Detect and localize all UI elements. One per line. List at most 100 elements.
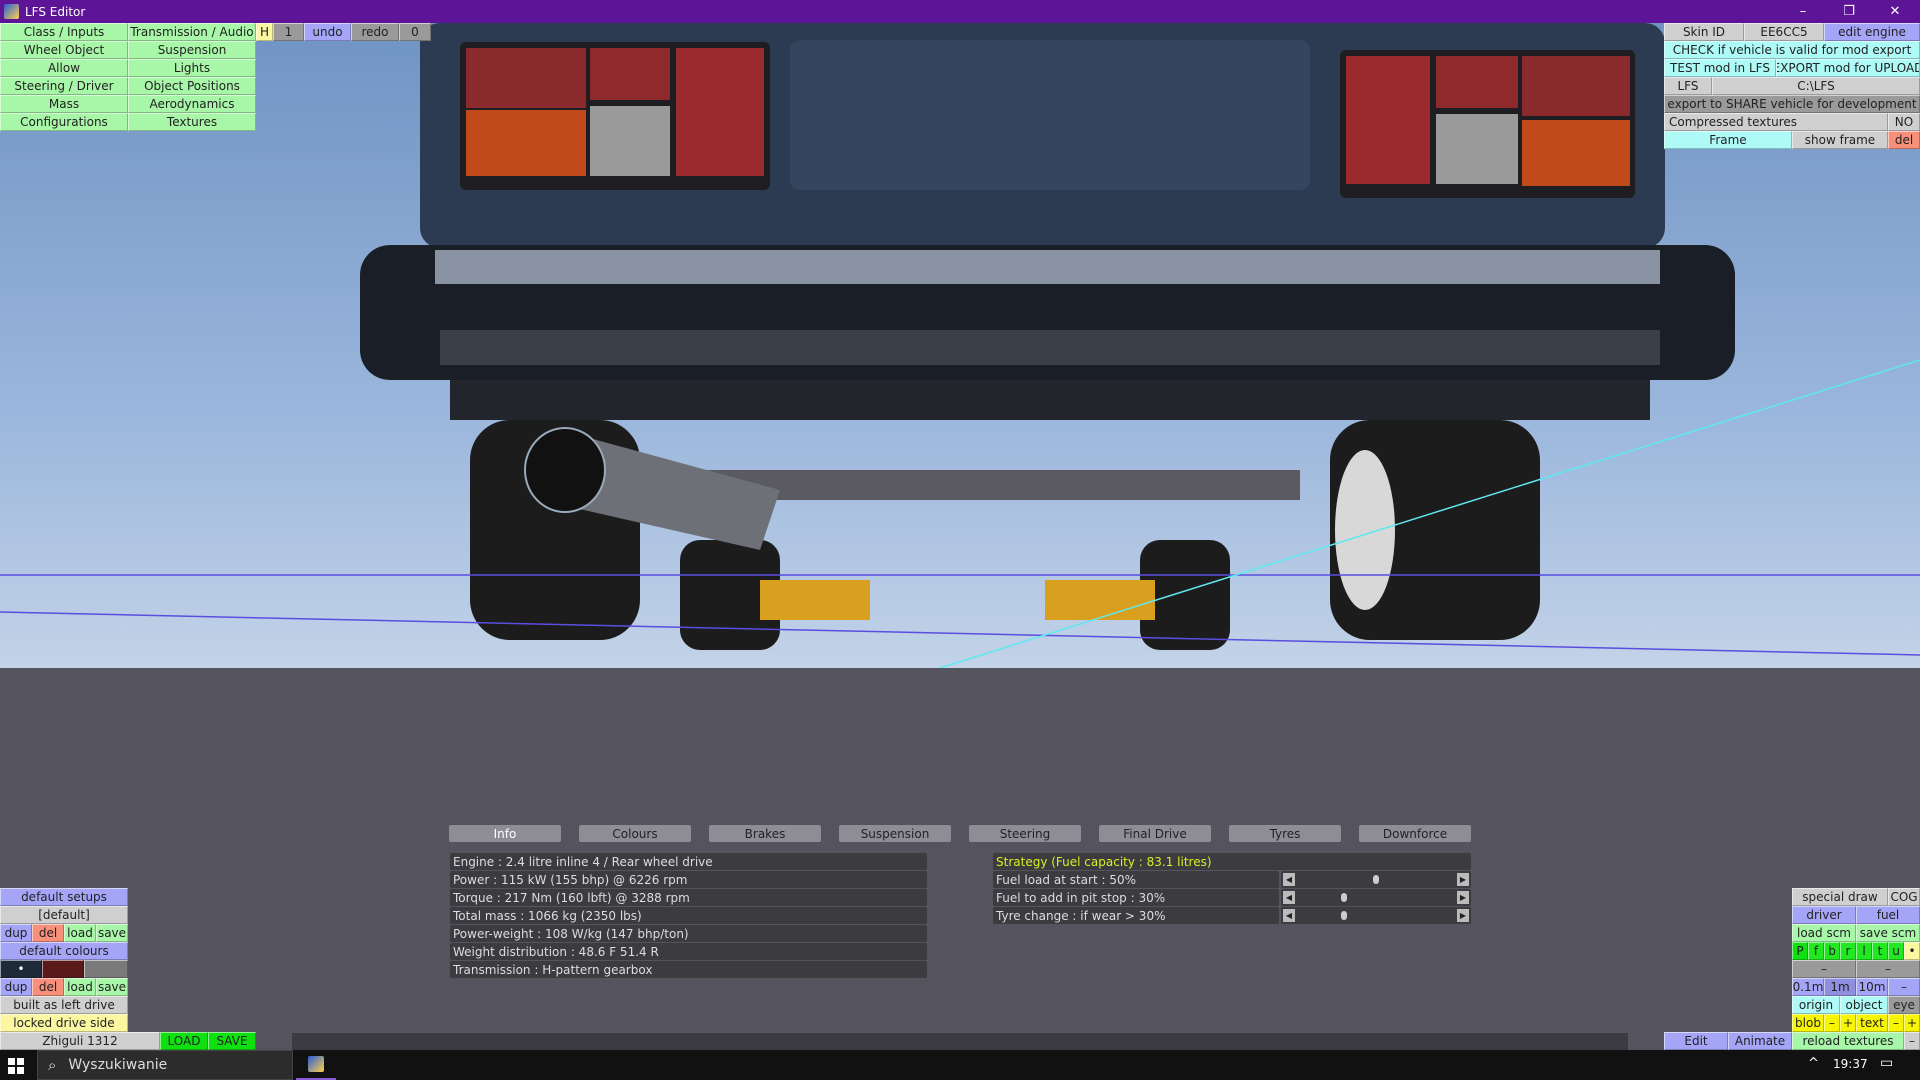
tab-brakes[interactable]: Brakes [709, 825, 821, 842]
blob-plus-button[interactable]: + [1840, 1014, 1856, 1032]
fuel-load-slider[interactable]: ◀▶ [1281, 871, 1471, 888]
setup-load-button[interactable]: load [64, 924, 96, 942]
dash-button-2[interactable]: – [1856, 960, 1920, 978]
colour-swatch-3[interactable] [84, 960, 128, 978]
reload-textures-button[interactable]: reload textures [1792, 1032, 1904, 1050]
check-valid-button[interactable]: CHECK if vehicle is valid for mod export [1664, 41, 1920, 59]
delete-frame-button[interactable]: del [1888, 131, 1920, 149]
object-button[interactable]: object [1840, 996, 1888, 1014]
eye-button[interactable]: eye [1888, 996, 1920, 1014]
colour-swatch-2[interactable] [42, 960, 84, 978]
h-button[interactable]: H [256, 23, 273, 41]
view-r-button[interactable]: r [1840, 942, 1856, 960]
slider-left-arrow-icon[interactable]: ◀ [1283, 873, 1295, 886]
slider-right-arrow-icon[interactable]: ▶ [1457, 891, 1469, 904]
dash-button-1[interactable]: – [1792, 960, 1856, 978]
text-minus-button[interactable]: – [1888, 1014, 1904, 1032]
export-mod-button[interactable]: EXPORT mod for UPLOAD [1776, 59, 1920, 77]
tray-chevron-icon[interactable]: ^ [1808, 1056, 1819, 1071]
step-10m-button[interactable]: 10m [1856, 978, 1888, 996]
text-button[interactable]: text [1856, 1014, 1888, 1032]
view-p-button[interactable]: P [1792, 942, 1808, 960]
load-car-button[interactable]: LOAD [160, 1032, 208, 1050]
save-car-button[interactable]: SAVE [208, 1032, 256, 1050]
step-dash-button[interactable]: – [1888, 978, 1920, 996]
view-b-button[interactable]: b [1824, 942, 1840, 960]
windows-start-icon[interactable] [8, 1058, 24, 1074]
redo-button[interactable]: redo [351, 23, 399, 41]
edit-engine-button[interactable]: edit engine [1824, 23, 1920, 41]
tyre-change-slider[interactable]: ◀▶ [1281, 907, 1471, 924]
step-1m-button[interactable]: 1m [1824, 978, 1856, 996]
step-0.1m-button[interactable]: 0.1m [1792, 978, 1824, 996]
slider-knob[interactable] [1341, 893, 1348, 902]
colours-save-button[interactable]: save [96, 978, 128, 996]
blob-button[interactable]: blob [1792, 1014, 1824, 1032]
tab-downforce[interactable]: Downforce [1359, 825, 1471, 842]
notifications-icon[interactable]: ▭ [1880, 1055, 1894, 1071]
driver-button[interactable]: driver [1792, 906, 1856, 924]
lfs-path[interactable]: C:\LFS [1712, 77, 1920, 95]
animate-mode-button[interactable]: Animate [1728, 1032, 1792, 1050]
view-f-button[interactable]: f [1808, 942, 1824, 960]
built-left-drive-toggle[interactable]: built as left drive [0, 996, 128, 1014]
taskbar-lfs-app[interactable] [296, 1050, 336, 1080]
taskbar-search[interactable]: ⌕ Wyszukiwanie [37, 1050, 293, 1080]
menu-object-positions[interactable]: Object Positions [128, 77, 256, 95]
setup-save-button[interactable]: save [96, 924, 128, 942]
reload-dash-button[interactable]: – [1904, 1032, 1920, 1050]
show-frame-button[interactable]: show frame [1792, 131, 1888, 149]
clock[interactable]: 19:37 [1833, 1057, 1868, 1071]
close-button[interactable]: ✕ [1889, 4, 1901, 19]
minimize-button[interactable]: – [1799, 4, 1807, 19]
slider-left-arrow-icon[interactable]: ◀ [1283, 909, 1295, 922]
menu-wheel-object[interactable]: Wheel Object [0, 41, 128, 59]
slider-knob[interactable] [1341, 911, 1348, 920]
menu-transmission-audio[interactable]: Transmission / Audio [128, 23, 256, 41]
view-u-button[interactable]: u [1888, 942, 1904, 960]
undo-button[interactable]: undo [304, 23, 351, 41]
tab-final-drive[interactable]: Final Drive [1099, 825, 1211, 842]
frame-button[interactable]: Frame [1664, 131, 1792, 149]
zero-button[interactable]: 0 [399, 23, 431, 41]
one-button[interactable]: 1 [273, 23, 304, 41]
tab-tyres[interactable]: Tyres [1229, 825, 1341, 842]
fuel-button[interactable]: fuel [1856, 906, 1920, 924]
view-t-button[interactable]: t [1872, 942, 1888, 960]
default-colours-button[interactable]: default colours [0, 942, 128, 960]
save-scm-button[interactable]: save scm [1856, 924, 1920, 942]
car-name[interactable]: Zhiguli 1312 [0, 1032, 160, 1050]
menu-allow[interactable]: Allow [0, 59, 128, 77]
menu-mass[interactable]: Mass [0, 95, 128, 113]
slider-right-arrow-icon[interactable]: ▶ [1457, 909, 1469, 922]
setup-dup-button[interactable]: dup [0, 924, 32, 942]
default-setups-button[interactable]: default setups [0, 888, 128, 906]
colours-dup-button[interactable]: dup [0, 978, 32, 996]
colours-load-button[interactable]: load [64, 978, 96, 996]
test-mod-button[interactable]: TEST mod in LFS [1664, 59, 1776, 77]
view-l-button[interactable]: l [1856, 942, 1872, 960]
tab-info[interactable]: Info [449, 825, 561, 842]
export-share-button[interactable]: export to SHARE vehicle for development [1664, 95, 1920, 113]
special-draw-button[interactable]: special draw [1792, 888, 1888, 906]
slider-knob[interactable] [1373, 875, 1379, 884]
fuel-pit-slider[interactable]: ◀▶ [1281, 889, 1471, 906]
restore-button[interactable]: ❐ [1843, 4, 1855, 19]
locked-drive-side-toggle[interactable]: locked drive side [0, 1014, 128, 1032]
origin-button[interactable]: origin [1792, 996, 1840, 1014]
tab-suspension[interactable]: Suspension [839, 825, 951, 842]
colour-swatch-1[interactable]: • [0, 960, 42, 978]
blob-minus-button[interactable]: – [1824, 1014, 1840, 1032]
3d-viewport[interactable] [0, 23, 1920, 669]
tab-colours[interactable]: Colours [579, 825, 691, 842]
view-dot-button[interactable]: • [1904, 942, 1920, 960]
menu-class-inputs[interactable]: Class / Inputs [0, 23, 128, 41]
compressed-textures-toggle[interactable]: NO [1888, 113, 1920, 131]
menu-configurations[interactable]: Configurations [0, 113, 128, 131]
text-plus-button[interactable]: + [1904, 1014, 1920, 1032]
menu-aerodynamics[interactable]: Aerodynamics [128, 95, 256, 113]
menu-lights[interactable]: Lights [128, 59, 256, 77]
setup-name[interactable]: [default] [0, 906, 128, 924]
colours-del-button[interactable]: del [32, 978, 64, 996]
load-scm-button[interactable]: load scm [1792, 924, 1856, 942]
